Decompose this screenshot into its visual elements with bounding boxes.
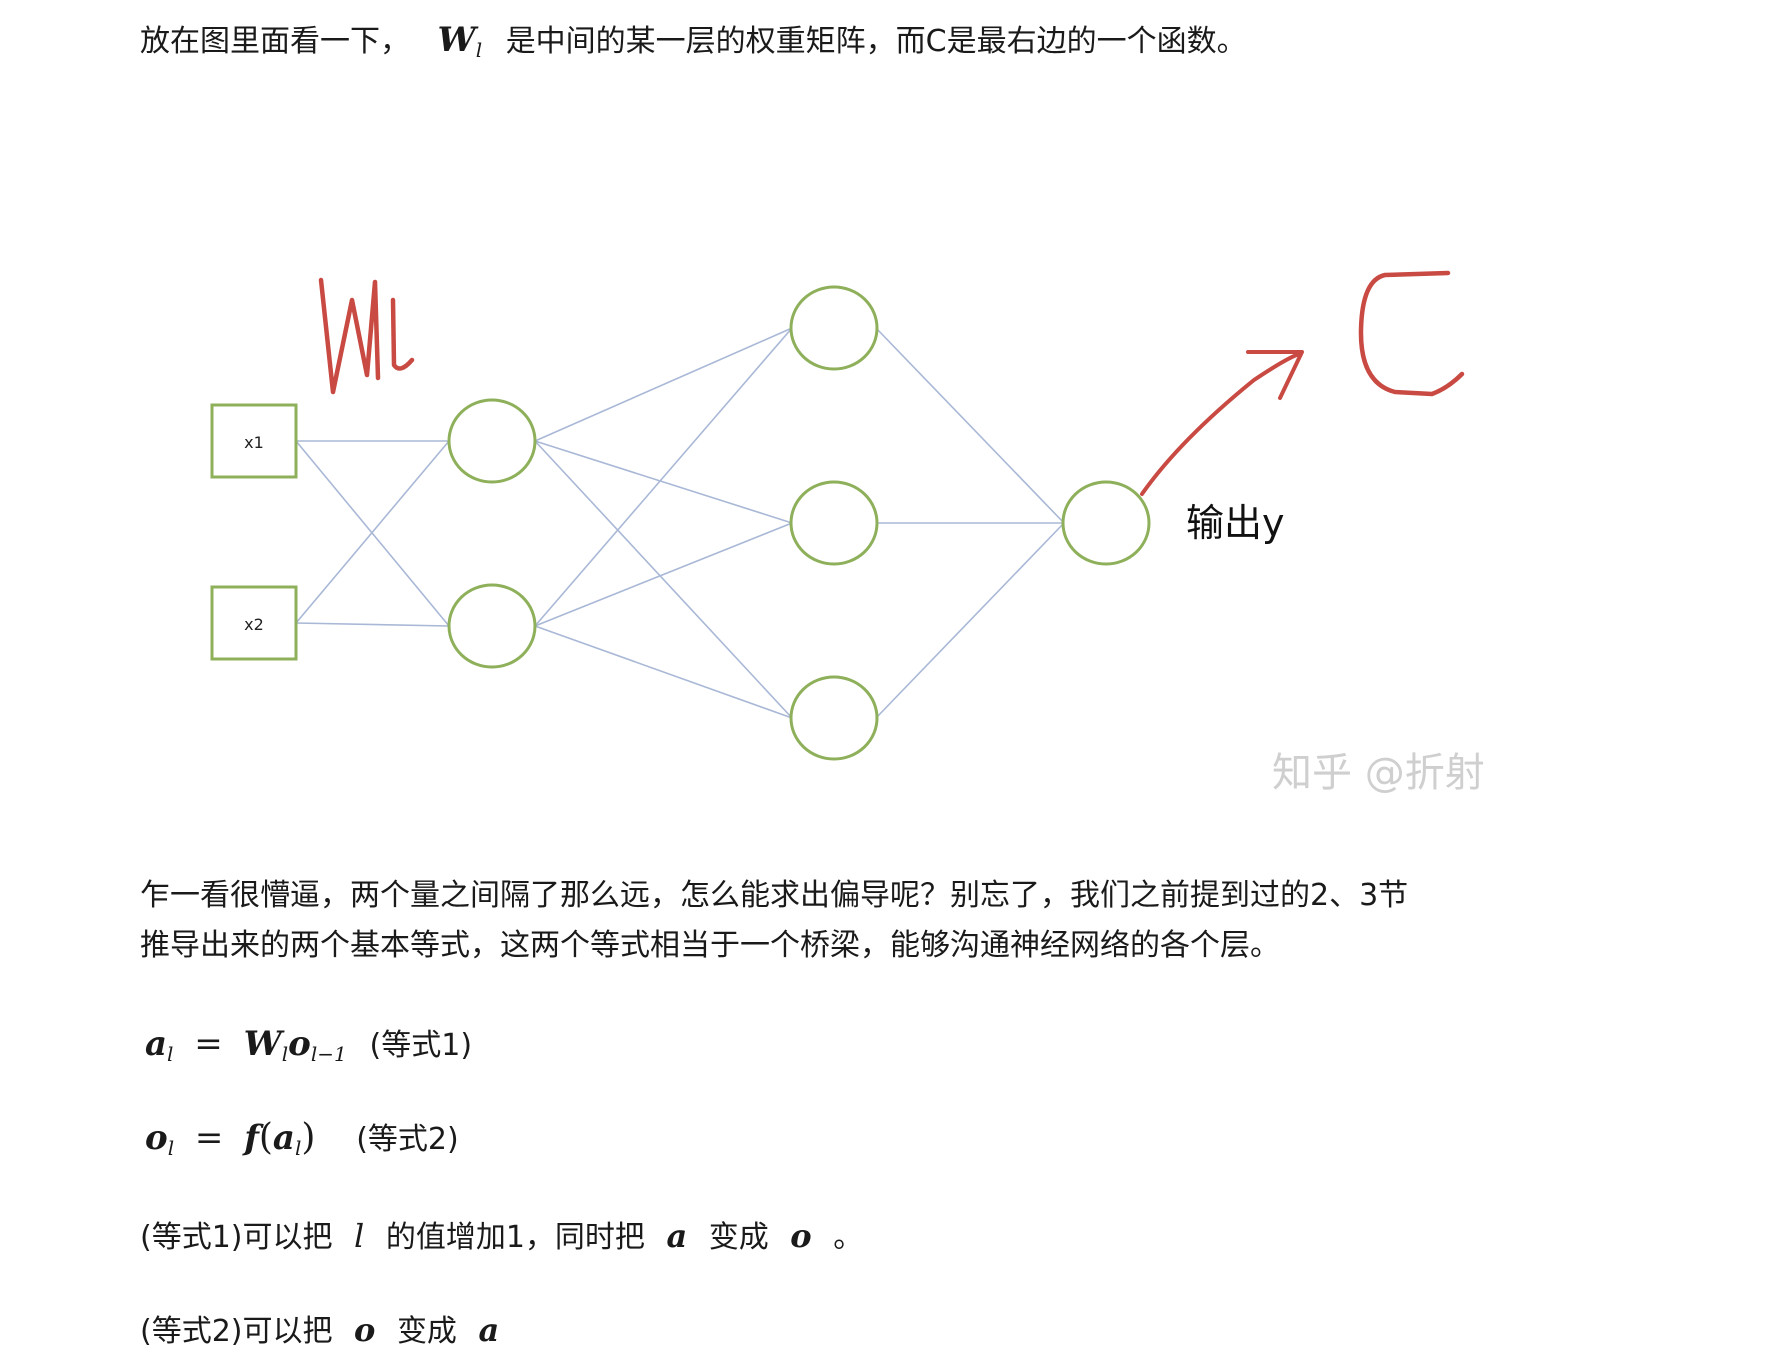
input-node-x1 bbox=[210, 403, 298, 479]
eq1-weight: W bbox=[243, 1024, 282, 1064]
w-symbol: W bbox=[437, 20, 476, 60]
eq2-close-paren: ) bbox=[301, 1117, 316, 1158]
output-node bbox=[1061, 480, 1151, 566]
note2-var-a: a bbox=[478, 1311, 500, 1349]
equation-2: ol = f(al) (等式2) bbox=[145, 1114, 459, 1172]
eq1-lhs-sub: l bbox=[167, 1042, 174, 1066]
note1-mid: 的值增加1，同时把 bbox=[385, 1220, 645, 1255]
edge bbox=[295, 440, 450, 624]
hidden2-node bbox=[789, 675, 879, 761]
eq1-weight-sub: l bbox=[281, 1042, 289, 1066]
hidden1-node bbox=[447, 583, 537, 669]
note2-var-o: o bbox=[354, 1311, 376, 1349]
equation-1: al = Wlol−1 (等式1) bbox=[145, 1020, 472, 1078]
edge bbox=[534, 440, 793, 524]
note1-var-o: o bbox=[790, 1217, 812, 1255]
hidden2-node bbox=[789, 480, 879, 566]
eq2-equals: = bbox=[194, 1118, 224, 1158]
eq2-arg-sub: l bbox=[294, 1136, 302, 1160]
note2-pre: (等式2)可以把 bbox=[140, 1314, 333, 1349]
eq2-open-paren: ( bbox=[258, 1117, 273, 1158]
edge bbox=[534, 625, 793, 719]
edge bbox=[534, 327, 793, 627]
edge bbox=[534, 440, 793, 719]
note-1: (等式1)可以把 l 的值增加1，同时把 a 变成 o 。 bbox=[140, 1212, 863, 1262]
edge bbox=[534, 522, 793, 627]
eq2-arg: a bbox=[272, 1118, 295, 1158]
note-2: (等式2)可以把 o 变成 a bbox=[140, 1306, 511, 1356]
eq2-lhs: o bbox=[145, 1118, 168, 1158]
handwritten-wl-mark bbox=[318, 277, 415, 395]
handwritten-c-mark bbox=[1358, 270, 1465, 397]
input-label-x2: x2 bbox=[244, 615, 264, 634]
hidden2-node bbox=[789, 285, 879, 371]
eq1-output-sub: l−1 bbox=[310, 1042, 347, 1066]
output-label: 输出y bbox=[1186, 501, 1285, 545]
note2-mid: 变成 bbox=[396, 1314, 457, 1349]
network-edges bbox=[295, 327, 1065, 719]
eq2-tag: (等式2) bbox=[356, 1122, 459, 1157]
intro-pre: 放在图里面看一下， bbox=[140, 24, 410, 59]
watermark: 知乎 @折射 bbox=[1272, 750, 1485, 796]
para2-line1: 乍一看很懵逼，两个量之间隔了那么远，怎么能求出偏导呢？别忘了，我们之前提到过的2… bbox=[140, 878, 1409, 913]
note1-var-l: l bbox=[354, 1217, 365, 1255]
input-label-x1: x1 bbox=[244, 433, 264, 452]
network-figure: x1 x2 输出y 知乎 @折射 bbox=[210, 270, 1485, 796]
note1-end: 。 bbox=[833, 1220, 864, 1255]
edge bbox=[875, 327, 1065, 524]
arrow-to-c bbox=[1140, 350, 1304, 496]
edge bbox=[875, 522, 1065, 719]
edge bbox=[295, 622, 450, 627]
intro-post: 是中间的某一层的权重矩阵，而C是最右边的一个函数。 bbox=[505, 24, 1247, 59]
edge bbox=[295, 440, 450, 627]
note1-pre: (等式1)可以把 bbox=[140, 1220, 333, 1255]
eq1-equals: = bbox=[194, 1024, 223, 1064]
intro-line: 放在图里面看一下， Wl 是中间的某一层的权重矩阵，而C是最右边的一个函数。 bbox=[140, 16, 1247, 74]
eq1-output: o bbox=[288, 1024, 311, 1064]
note1-mid2: 变成 bbox=[708, 1220, 769, 1255]
w-subscript: l bbox=[475, 38, 483, 62]
eq1-lhs: a bbox=[145, 1024, 168, 1064]
note1-var-a: a bbox=[666, 1217, 688, 1255]
para2-line2: 推导出来的两个基本等式，这两个等式相当于一个桥梁，能够沟通神经网络的各个层。 bbox=[140, 928, 1280, 963]
eq2-lhs-sub: l bbox=[167, 1136, 175, 1160]
hidden1-node bbox=[447, 398, 537, 484]
network-nodes bbox=[210, 285, 1151, 761]
eq1-tag: (等式1) bbox=[369, 1028, 473, 1063]
input-node-x2 bbox=[210, 585, 298, 661]
edge bbox=[534, 327, 793, 442]
eq2-func: f bbox=[244, 1118, 259, 1158]
